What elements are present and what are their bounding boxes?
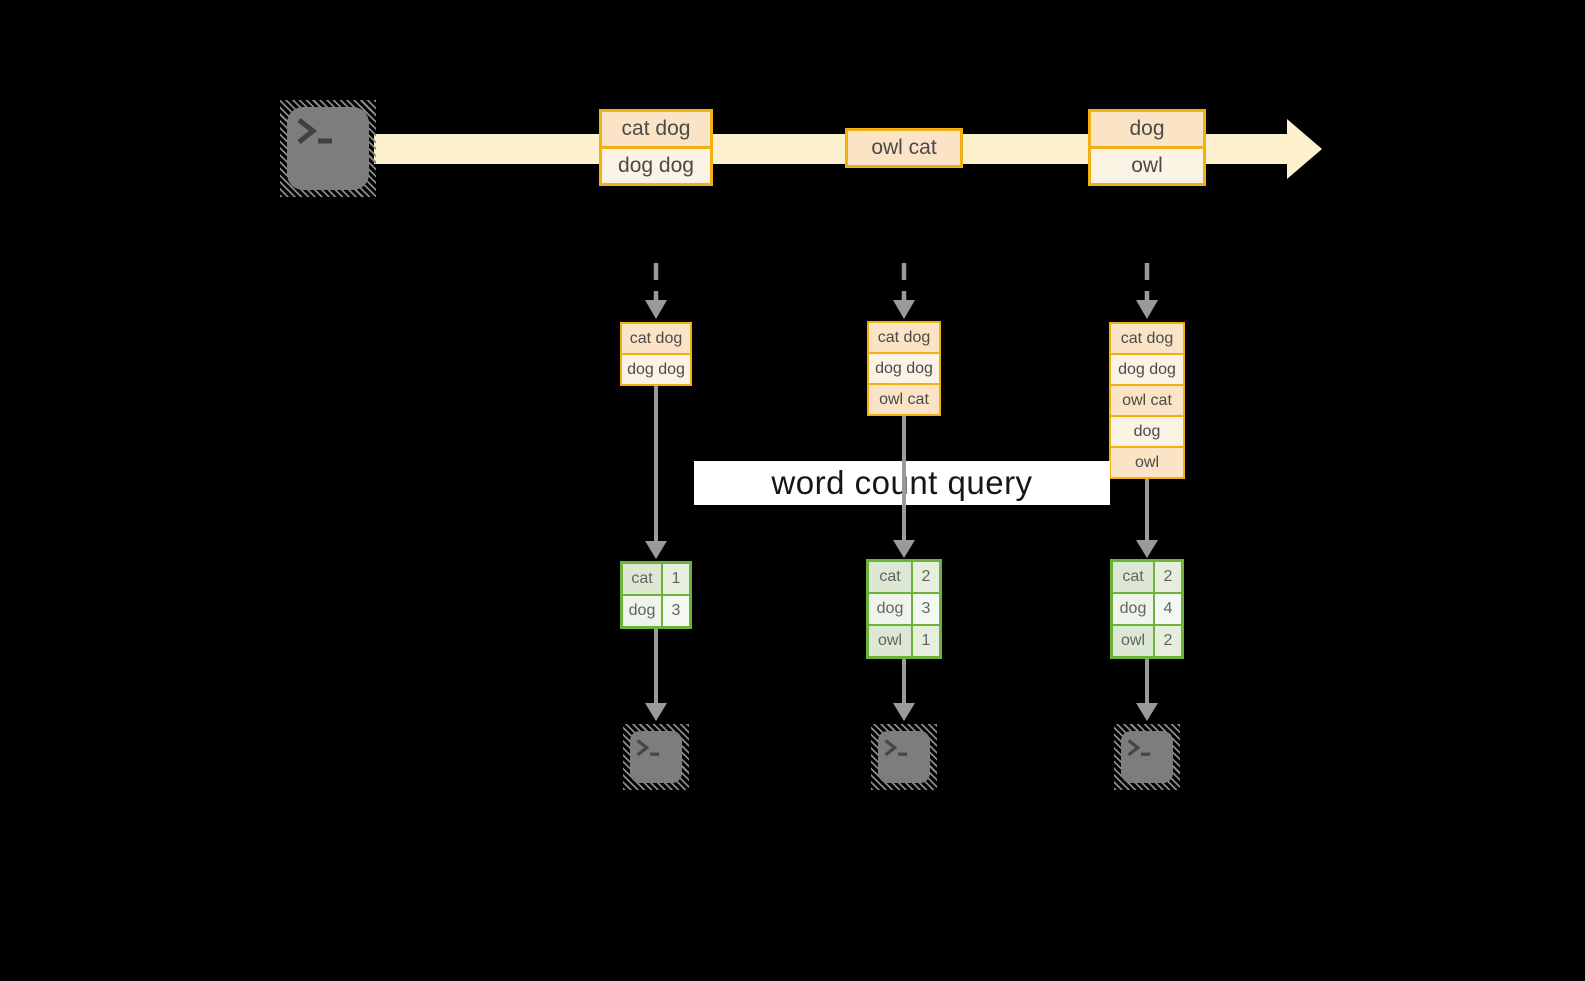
query-arrow-column-1 [645, 386, 667, 559]
table-cell-count: 2 [1155, 562, 1181, 592]
stream-event-box-1: cat dog dog dog [599, 109, 713, 186]
event-row: dog dog [622, 355, 690, 384]
event-row: cat dog [1111, 324, 1183, 353]
table-cell-word: owl [869, 626, 911, 656]
event-row: dog dog [869, 354, 939, 383]
table-cell-word: cat [623, 564, 661, 594]
event-row: dog [1111, 417, 1183, 446]
table-cell-word: cat [1113, 562, 1153, 592]
table-cell-count: 1 [663, 564, 689, 594]
table-cell-word: dog [623, 596, 661, 626]
dashed-arrow-column-1 [645, 263, 667, 319]
received-events-stack-2: cat dog dog dog owl cat [867, 321, 941, 416]
received-events-stack-3: cat dog dog dog owl cat dog owl [1109, 322, 1185, 479]
dashed-arrow-column-2 [893, 263, 915, 319]
event-row: dog dog [1111, 355, 1183, 384]
sink-terminal-icon-3 [1114, 724, 1180, 790]
terminal-prompt-icon [1127, 739, 1151, 757]
sink-arrow-column-3 [1136, 659, 1158, 721]
stream-event: owl cat [848, 131, 960, 165]
query-arrow-column-3 [1136, 479, 1158, 558]
terminal-prompt-icon [636, 739, 660, 757]
table-cell-word: owl [1113, 626, 1153, 656]
received-events-stack-1: cat dog dog dog [620, 322, 692, 386]
stream-event: dog [1091, 112, 1203, 146]
event-row: owl cat [869, 385, 939, 414]
table-cell-count: 2 [913, 562, 939, 592]
query-label: word count query [694, 461, 1110, 505]
stream-arrowhead [1287, 119, 1322, 179]
stream-event-box-3: dog owl [1088, 109, 1206, 186]
table-cell-count: 1 [913, 626, 939, 656]
table-cell-count: 2 [1155, 626, 1181, 656]
event-row: cat dog [622, 324, 690, 353]
event-row: cat dog [869, 323, 939, 352]
word-count-table-1: cat 1 dog 3 [620, 561, 692, 629]
source-terminal-icon [280, 100, 376, 197]
table-cell-word: dog [1113, 594, 1153, 624]
sink-arrow-column-2 [893, 659, 915, 721]
event-row: owl [1111, 448, 1183, 477]
event-row: owl cat [1111, 386, 1183, 415]
stream-event: dog dog [602, 149, 710, 183]
table-cell-count: 3 [663, 596, 689, 626]
word-count-table-3: cat 2 dog 4 owl 2 [1110, 559, 1184, 659]
terminal-prompt-icon [884, 739, 908, 757]
dashed-arrow-column-3 [1136, 263, 1158, 319]
table-cell-count: 4 [1155, 594, 1181, 624]
stream-event: cat dog [602, 112, 710, 146]
table-cell-count: 3 [913, 594, 939, 624]
table-cell-word: cat [869, 562, 911, 592]
word-count-table-2: cat 2 dog 3 owl 1 [866, 559, 942, 659]
sink-terminal-icon-2 [871, 724, 937, 790]
table-cell-word: dog [869, 594, 911, 624]
stream-event-box-2: owl cat [845, 128, 963, 168]
sink-arrow-column-1 [645, 629, 667, 721]
terminal-prompt-icon [297, 118, 332, 144]
stream-event: owl [1091, 149, 1203, 183]
sink-terminal-icon-1 [623, 724, 689, 790]
